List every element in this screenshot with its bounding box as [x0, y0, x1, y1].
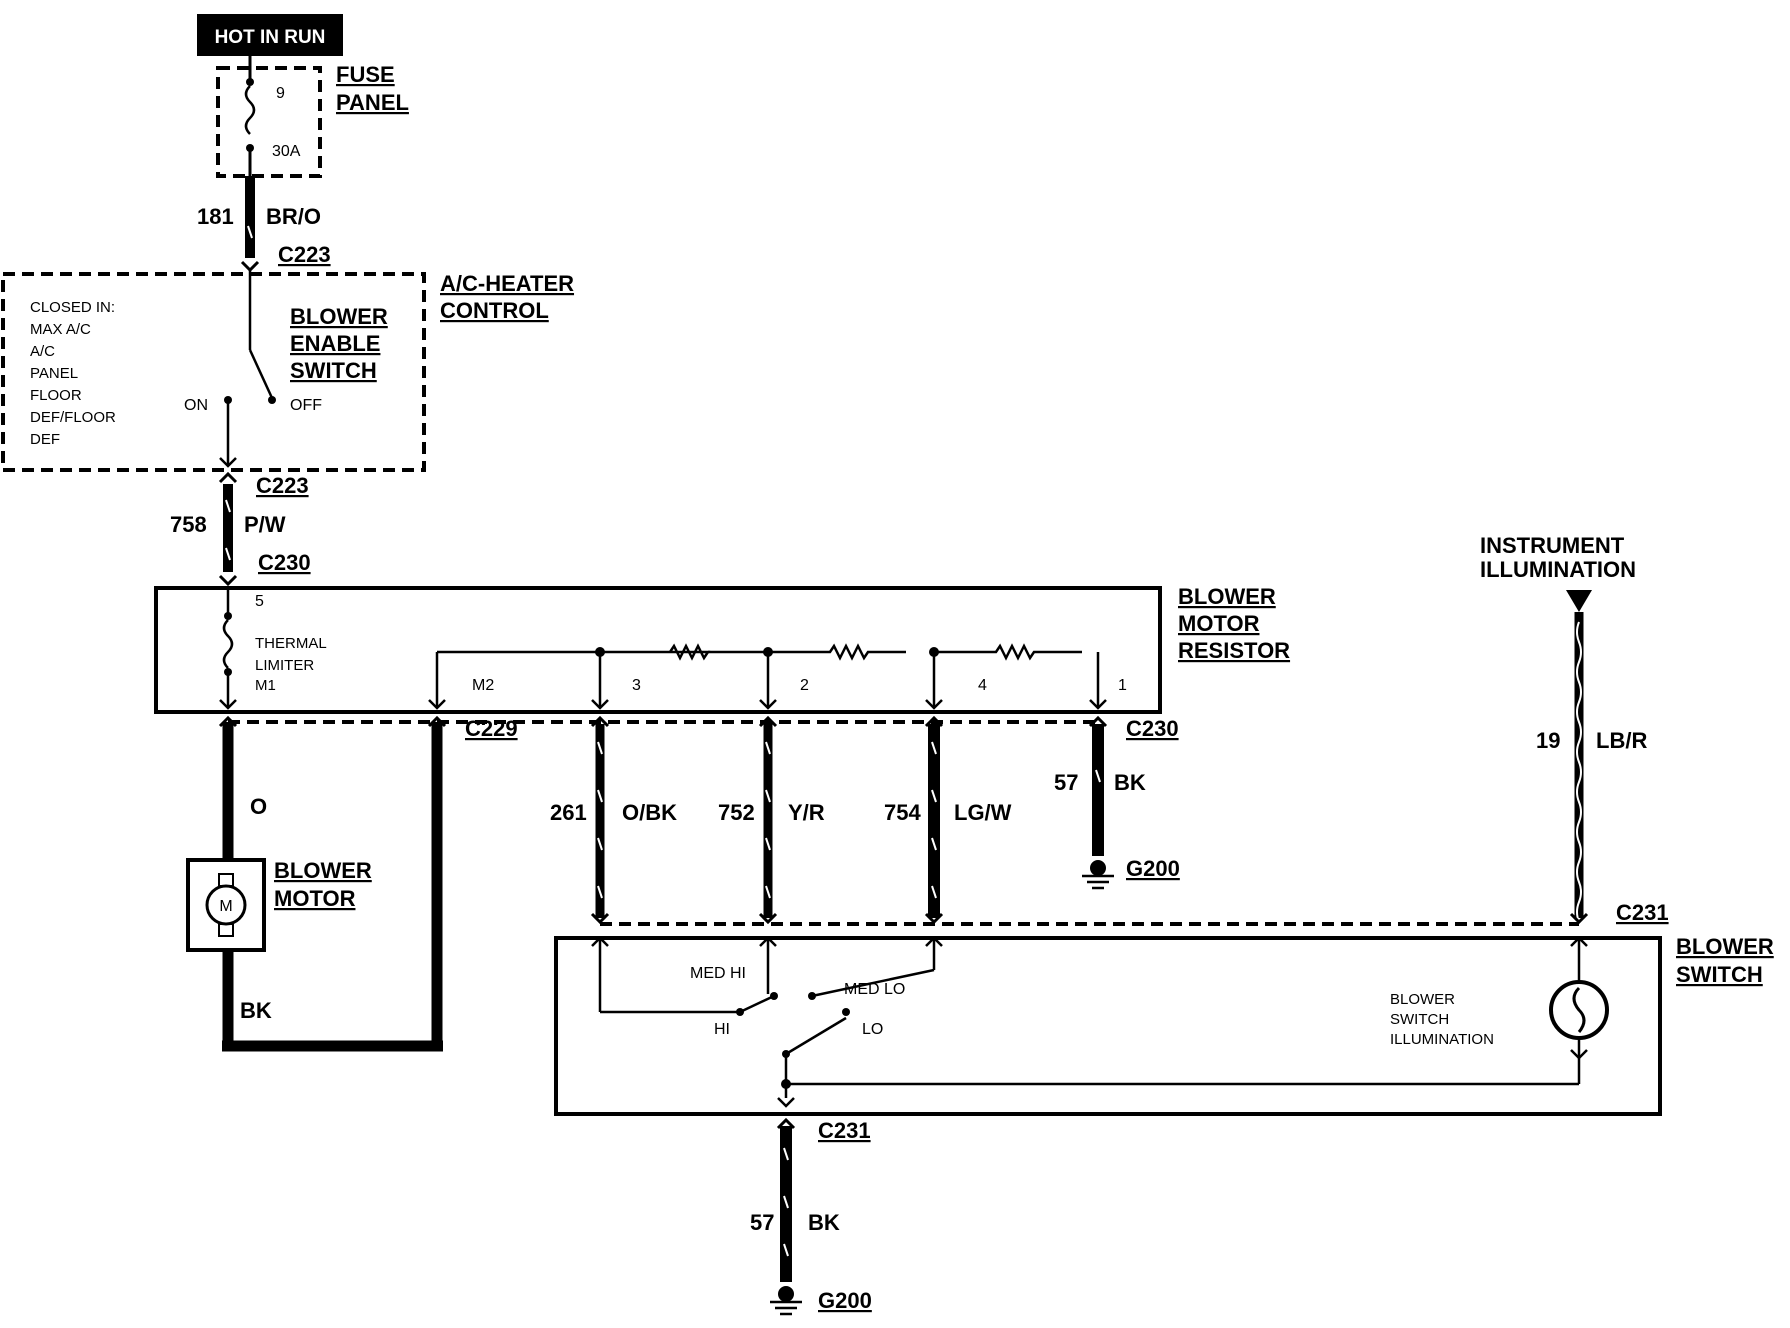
svg-text:CLOSED IN:: CLOSED IN:: [30, 299, 115, 316]
wire-752-color: Y/R: [788, 800, 825, 825]
wire-261-color: O/BK: [622, 800, 677, 825]
blower-switch-box: [554, 936, 1662, 1116]
blower-enable-switch-symbol: [219, 270, 276, 468]
resistor-title-3: RESISTOR: [1178, 638, 1290, 663]
wire-758-number: 758: [170, 512, 207, 537]
wire-57-upper: [1082, 715, 1114, 890]
svg-text:MAX A/C: MAX A/C: [30, 321, 91, 338]
resistor-title-1: BLOWER: [1178, 584, 1276, 609]
connector-c231-top: C231: [1616, 900, 1669, 925]
ac-heater-control-box: [1, 272, 426, 472]
motor-wire-bk: BK: [240, 998, 272, 1023]
motor-wire-o: O: [250, 794, 267, 819]
pin-3-label: 3: [632, 677, 641, 694]
pin-1-label: 1: [1118, 677, 1127, 694]
hot-in-run-label: HOT IN RUN: [197, 14, 343, 56]
svg-text:PANEL: PANEL: [30, 365, 78, 382]
connector-c230-top: C230: [258, 550, 311, 575]
pin-5-label: 5: [255, 593, 264, 610]
thermal-label-1: THERMAL: [255, 635, 327, 652]
wire-19-number: 19: [1536, 728, 1560, 753]
thermal-label-2: LIMITER: [255, 657, 314, 674]
blower-switch-contacts: [591, 936, 1579, 1108]
wire-19: [1566, 590, 1592, 925]
svg-text:FLOOR: FLOOR: [30, 387, 82, 404]
wire-181-color: BR/O: [266, 204, 321, 229]
switch-on-label: ON: [184, 397, 208, 414]
ac-heater-title-1: A/C-HEATER: [440, 271, 574, 296]
fuse-rating: 30A: [272, 143, 301, 160]
ground-g200-upper: G200: [1126, 856, 1180, 881]
wire-752: [758, 715, 778, 925]
wire-57-upper-color: BK: [1114, 770, 1146, 795]
connector-c231-bottom: C231: [818, 1118, 871, 1143]
ground-g200-bottom: G200: [818, 1288, 872, 1313]
wire-57-bottom-color: BK: [808, 1210, 840, 1235]
pin-4-label: 4: [978, 677, 987, 694]
instrument-label-2: ILLUMINATION: [1480, 557, 1636, 582]
illum-label-3: ILLUMINATION: [1390, 1031, 1494, 1048]
wire-57-upper-number: 57: [1054, 770, 1078, 795]
wire-261: [590, 715, 610, 925]
connector-c230-right: C230: [1126, 716, 1179, 741]
wire-19-color: LB/R: [1596, 728, 1647, 753]
fuse-number: 9: [276, 85, 285, 102]
med-lo-label: MED LO: [844, 981, 905, 998]
blower-motor-title-2: MOTOR: [274, 886, 356, 911]
wire-754-color: LG/W: [954, 800, 1012, 825]
fuse-panel-title-1: FUSE: [336, 62, 395, 87]
wire-754-number: 754: [884, 800, 921, 825]
ac-heater-title-2: CONTROL: [440, 298, 549, 323]
wire-261-number: 261: [550, 800, 587, 825]
wire-754: [924, 715, 944, 925]
wire-181-number: 181: [197, 204, 234, 229]
svg-text:HOT IN RUN: HOT IN RUN: [215, 27, 326, 48]
closed-in-list: CLOSED IN: MAX A/C A/C PANEL FLOOR DEF/F…: [30, 299, 116, 448]
connector-c223-bottom: C223: [256, 473, 309, 498]
wire-758-color: P/W: [244, 512, 286, 537]
wire-57-bottom: [770, 1117, 802, 1316]
med-hi-label: MED HI: [690, 965, 746, 982]
hi-label: HI: [714, 1021, 730, 1038]
blower-motor-resistor-box: [154, 586, 1162, 714]
pin-2-label: 2: [800, 677, 809, 694]
blower-enable-switch-1: BLOWER: [290, 304, 388, 329]
thermal-limiter: [219, 588, 237, 710]
svg-text:DEF/FLOOR: DEF/FLOOR: [30, 409, 116, 426]
wire-57-bottom-number: 57: [750, 1210, 774, 1235]
wire-758: [218, 471, 238, 587]
blower-switch-title-2: SWITCH: [1676, 962, 1763, 987]
svg-text:A/C: A/C: [30, 343, 55, 360]
blower-switch-illumination-bulb: [1549, 936, 1609, 1084]
illum-label-1: BLOWER: [1390, 991, 1455, 1008]
wire-752-number: 752: [718, 800, 755, 825]
connector-c229: C229: [465, 716, 518, 741]
blower-motor-title-1: BLOWER: [274, 858, 372, 883]
blower-enable-switch-3: SWITCH: [290, 358, 377, 383]
connector-c223-top: C223: [278, 242, 331, 267]
m2-label: M2: [472, 677, 494, 694]
blower-motor-circuit: [186, 715, 447, 1052]
fuse-panel-title-2: PANEL: [336, 90, 409, 115]
wire-181: [240, 176, 260, 273]
switch-off-label: OFF: [290, 397, 322, 414]
blower-switch-title-1: BLOWER: [1676, 934, 1774, 959]
m1-label: M1: [255, 677, 276, 694]
resistor-network: [428, 643, 1107, 710]
blower-enable-switch-2: ENABLE: [290, 331, 380, 356]
motor-symbol: M: [219, 898, 232, 915]
fuse-panel: 9 30A: [216, 56, 322, 178]
lo-label: LO: [862, 1021, 883, 1038]
illum-label-2: SWITCH: [1390, 1011, 1449, 1028]
resistor-title-2: MOTOR: [1178, 611, 1260, 636]
instrument-label-1: INSTRUMENT: [1480, 533, 1625, 558]
svg-text:DEF: DEF: [30, 431, 60, 448]
